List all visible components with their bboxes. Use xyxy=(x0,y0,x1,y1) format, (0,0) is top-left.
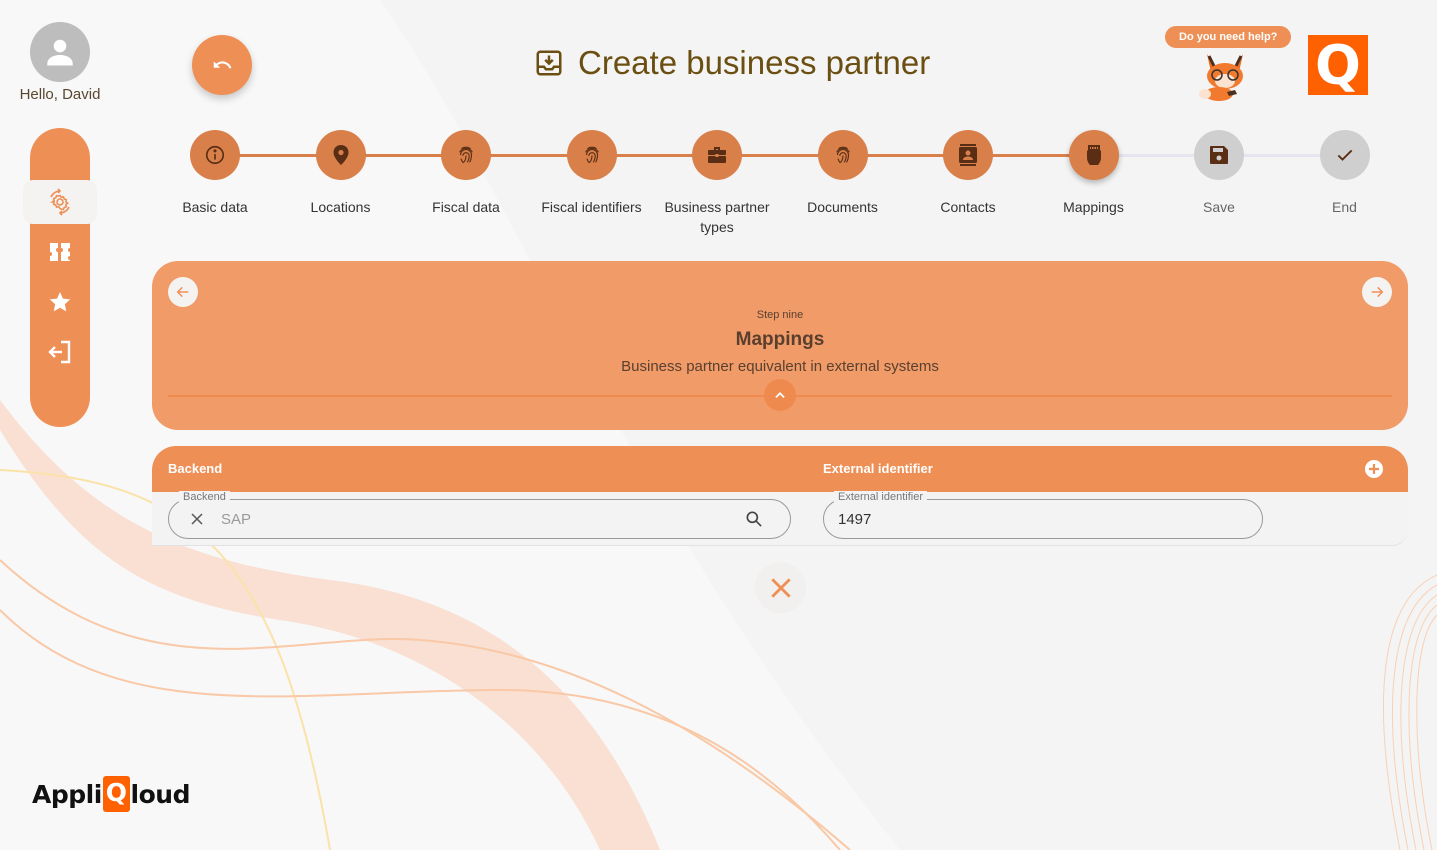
step-mappings[interactable]: Mappings xyxy=(1031,130,1157,217)
external-identifier-value: 1497 xyxy=(838,511,872,528)
step-info-card: Step nine Mappings Business partner equi… xyxy=(152,261,1408,430)
inbox-download-icon xyxy=(536,50,562,76)
step-fiscal-identifiers[interactable]: Fiscal identifiers xyxy=(529,130,655,217)
sidebar-item-favorites[interactable] xyxy=(30,280,90,324)
step-contacts[interactable]: Contacts xyxy=(905,130,1031,217)
fingerprint-icon xyxy=(584,146,599,164)
add-row-button[interactable] xyxy=(1365,460,1383,478)
step-number: Step nine xyxy=(756,309,804,321)
step-label: Basic data xyxy=(182,199,248,215)
step-label: Mappings xyxy=(1063,199,1124,215)
gear-sync-icon xyxy=(50,188,70,216)
step-locations[interactable]: Locations xyxy=(278,130,404,217)
close-icon xyxy=(770,577,791,598)
help-assistant[interactable]: Do you need help? xyxy=(1165,26,1292,101)
step-circle[interactable] xyxy=(1068,130,1119,180)
external-identifier-field-label: External identifier xyxy=(834,491,927,503)
chevron-up-icon xyxy=(775,392,785,398)
step-circle[interactable] xyxy=(692,130,742,180)
star-icon xyxy=(49,292,71,312)
backend-field-label: Backend xyxy=(179,491,230,503)
sidebar-item-settings-sync[interactable] xyxy=(23,180,97,224)
step-title: Mappings xyxy=(735,329,825,350)
logout-icon xyxy=(48,340,71,364)
step-end[interactable]: End xyxy=(1282,130,1408,217)
brand-suffix: loud xyxy=(130,779,191,809)
step-circle[interactable] xyxy=(190,130,240,180)
step-business-partner-types[interactable]: Business partner types xyxy=(654,130,780,237)
step-circle[interactable] xyxy=(943,130,993,180)
backend-field[interactable]: Backend SAP xyxy=(168,491,791,539)
backend-value: SAP xyxy=(221,511,252,528)
step-circle[interactable] xyxy=(1194,130,1244,180)
brand-q: Q xyxy=(102,776,130,812)
save-icon xyxy=(1210,146,1228,164)
step-save[interactable]: Save xyxy=(1156,130,1282,217)
avatar[interactable] xyxy=(30,22,90,82)
step-label: Fiscal data xyxy=(432,199,500,215)
step-label: Contacts xyxy=(940,199,996,215)
column-header-external-identifier: External identifier xyxy=(823,461,933,476)
step-label: Fiscal identifiers xyxy=(541,199,642,215)
next-step-button[interactable] xyxy=(1362,277,1392,307)
contact-card-icon xyxy=(959,144,977,166)
stepper: Basic data Locations Fiscal data Fiscal … xyxy=(152,130,1408,240)
info-icon xyxy=(205,145,225,165)
collapse-button[interactable] xyxy=(764,379,796,411)
step-basic-data[interactable]: Basic data xyxy=(152,130,278,217)
arrow-right-icon xyxy=(1371,286,1384,298)
step-label: Locations xyxy=(310,199,371,215)
user-icon xyxy=(47,39,73,66)
clear-icon[interactable] xyxy=(187,509,207,534)
step-label: Documents xyxy=(807,199,878,215)
undo-back-button[interactable] xyxy=(192,35,252,95)
mappings-table: Backend External identifier Backend SAP … xyxy=(152,446,1408,546)
cancel-button[interactable] xyxy=(755,562,806,613)
sidebar xyxy=(23,128,97,427)
previous-step-button[interactable] xyxy=(168,277,198,307)
step-circle[interactable] xyxy=(441,130,491,180)
step-description: Business partner equivalent in external … xyxy=(621,358,939,375)
sidebar-item-tickets[interactable] xyxy=(30,230,90,274)
step-fiscal-data[interactable]: Fiscal data xyxy=(403,130,529,217)
step-circle[interactable] xyxy=(315,130,366,180)
arrow-left-icon xyxy=(176,286,189,298)
help-bubble[interactable]: Do you need help? xyxy=(1165,26,1292,48)
user-greeting: Hello, David xyxy=(19,86,101,103)
step-label: End xyxy=(1332,199,1357,215)
step-label: Business partner types xyxy=(664,199,770,235)
step-circle[interactable] xyxy=(566,130,617,180)
undo-icon xyxy=(213,61,232,69)
plus-icon xyxy=(1369,464,1379,474)
external-identifier-field[interactable]: External identifier 1497 xyxy=(823,491,1263,539)
column-header-backend: Backend xyxy=(168,461,223,476)
brand-q-logo[interactable]: Q xyxy=(1308,34,1368,97)
step-circle[interactable] xyxy=(817,130,868,180)
user-profile[interactable]: Hello, David xyxy=(14,22,106,103)
ticket-icon xyxy=(50,243,70,261)
table-header: Backend External identifier xyxy=(152,446,1408,492)
page-title: Create business partner xyxy=(534,44,930,82)
page-title-text: Create business partner xyxy=(578,44,931,81)
step-documents[interactable]: Documents xyxy=(780,130,906,217)
fox-mascot-icon xyxy=(1199,54,1243,101)
sidebar-item-logout[interactable] xyxy=(30,330,90,374)
briefcase-icon xyxy=(708,147,726,163)
brand-prefix: Appli xyxy=(32,779,102,809)
step-circle[interactable] xyxy=(1319,130,1370,180)
location-pin-icon xyxy=(333,145,348,165)
fingerprint-icon xyxy=(835,146,850,164)
fingerprint-icon xyxy=(459,146,473,164)
search-icon[interactable] xyxy=(744,509,764,534)
check-icon xyxy=(1337,149,1352,161)
table-row: Backend SAP External identifier 1497 xyxy=(152,491,1408,546)
connector-icon xyxy=(1086,145,1101,165)
step-label: Save xyxy=(1203,199,1235,215)
